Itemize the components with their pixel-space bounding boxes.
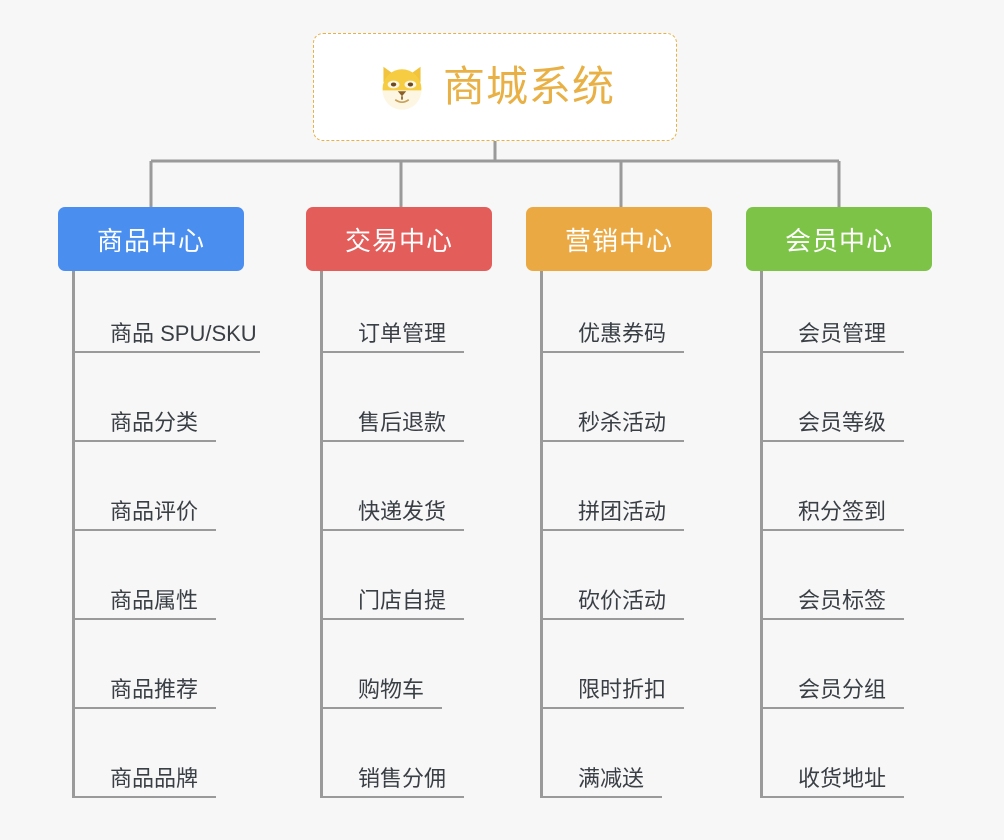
leaf-item-label: 商品品牌: [110, 766, 199, 791]
leaf-item-label: 订单管理: [358, 321, 447, 346]
column-header-product-center[interactable]: 商品中心: [58, 207, 244, 271]
leaf-item-underline: [540, 440, 684, 442]
root-node[interactable]: 商城系统: [313, 33, 677, 141]
leaf-item-label: 门店自提: [358, 588, 447, 613]
leaf-item-underline: [320, 440, 464, 442]
leaf-item-label: 会员标签: [798, 588, 887, 613]
leaf-item-label: 满减送: [578, 766, 645, 791]
leaf-item-label: 商品评价: [110, 499, 199, 524]
leaf-item-underline: [760, 618, 904, 620]
column-header-marketing-center[interactable]: 营销中心: [526, 207, 712, 271]
column-member-center: 会员中心 会员管理会员等级积分签到会员标签会员分组收货地址: [746, 207, 932, 798]
leaf-item-underline: [72, 529, 216, 531]
leaf-item-label: 购物车: [358, 677, 425, 702]
leaf-item-label: 砍价活动: [578, 588, 667, 613]
leaf-item-label: 会员分组: [798, 677, 887, 702]
shiba-dog-emoji: [375, 60, 429, 114]
trunk-line: [540, 271, 543, 798]
leaf-item-label: 会员等级: [798, 410, 887, 435]
leaf-item-underline: [320, 529, 464, 531]
root-title: 商城系统: [442, 63, 615, 110]
leaf-item-underline: [72, 440, 216, 442]
column-marketing-center: 营销中心 优惠券码秒杀活动拼团活动砍价活动限时折扣满减送: [526, 207, 712, 798]
leaf-item-underline: [320, 707, 442, 709]
leaf-item-label: 限时折扣: [578, 677, 667, 702]
trunk-line: [320, 271, 323, 798]
leaf-item-label: 优惠券码: [578, 321, 667, 346]
leaf-item-underline: [72, 618, 216, 620]
leaf-item-label: 会员管理: [798, 321, 887, 346]
trunk-line: [72, 271, 75, 798]
leaf-item-underline: [760, 707, 904, 709]
leaf-item-label: 销售分佣: [358, 766, 447, 791]
trunk-line: [760, 271, 763, 798]
leaf-item-label: 秒杀活动: [578, 410, 667, 435]
leaf-item-underline: [320, 796, 464, 798]
leaf-item-underline: [72, 796, 216, 798]
column-product-center: 商品中心 商品 SPU/SKU 商品分类商品评价商品属性商品推荐商品品牌: [58, 207, 260, 798]
leaf-item-underline: [540, 351, 684, 353]
leaf-item-label: 积分签到: [798, 499, 887, 524]
leaf-item-label: 快递发货: [358, 499, 447, 524]
leaf-item-underline: [320, 351, 464, 353]
leaf-item-underline: [760, 351, 904, 353]
leaf-item-underline: [72, 707, 216, 709]
leaf-item-underline: [760, 440, 904, 442]
leaf-item-underline: [760, 796, 904, 798]
leaf-item-underline: [540, 529, 684, 531]
leaf-item-underline: [540, 796, 662, 798]
column-trade-center: 交易中心 订单管理售后退款快递发货门店自提购物车销售分佣: [306, 207, 492, 798]
leaf-item-underline: [72, 351, 260, 353]
leaf-item-underline: [760, 529, 904, 531]
leaf-item-label: 商品推荐: [110, 677, 199, 702]
column-header-trade-center[interactable]: 交易中心: [306, 207, 492, 271]
leaf-item-underline: [540, 707, 684, 709]
leaf-item-label: 收货地址: [798, 766, 887, 791]
leaf-item-underline: [320, 618, 464, 620]
leaf-item-label: 售后退款: [358, 410, 447, 435]
column-header-member-center[interactable]: 会员中心: [746, 207, 932, 271]
leaf-item-label: 拼团活动: [578, 499, 667, 524]
leaf-item-label: 商品分类: [110, 410, 199, 435]
leaf-item-label: 商品属性: [110, 588, 199, 613]
leaf-item-label: 商品 SPU/SKU: [110, 321, 257, 346]
leaf-item-underline: [540, 618, 684, 620]
